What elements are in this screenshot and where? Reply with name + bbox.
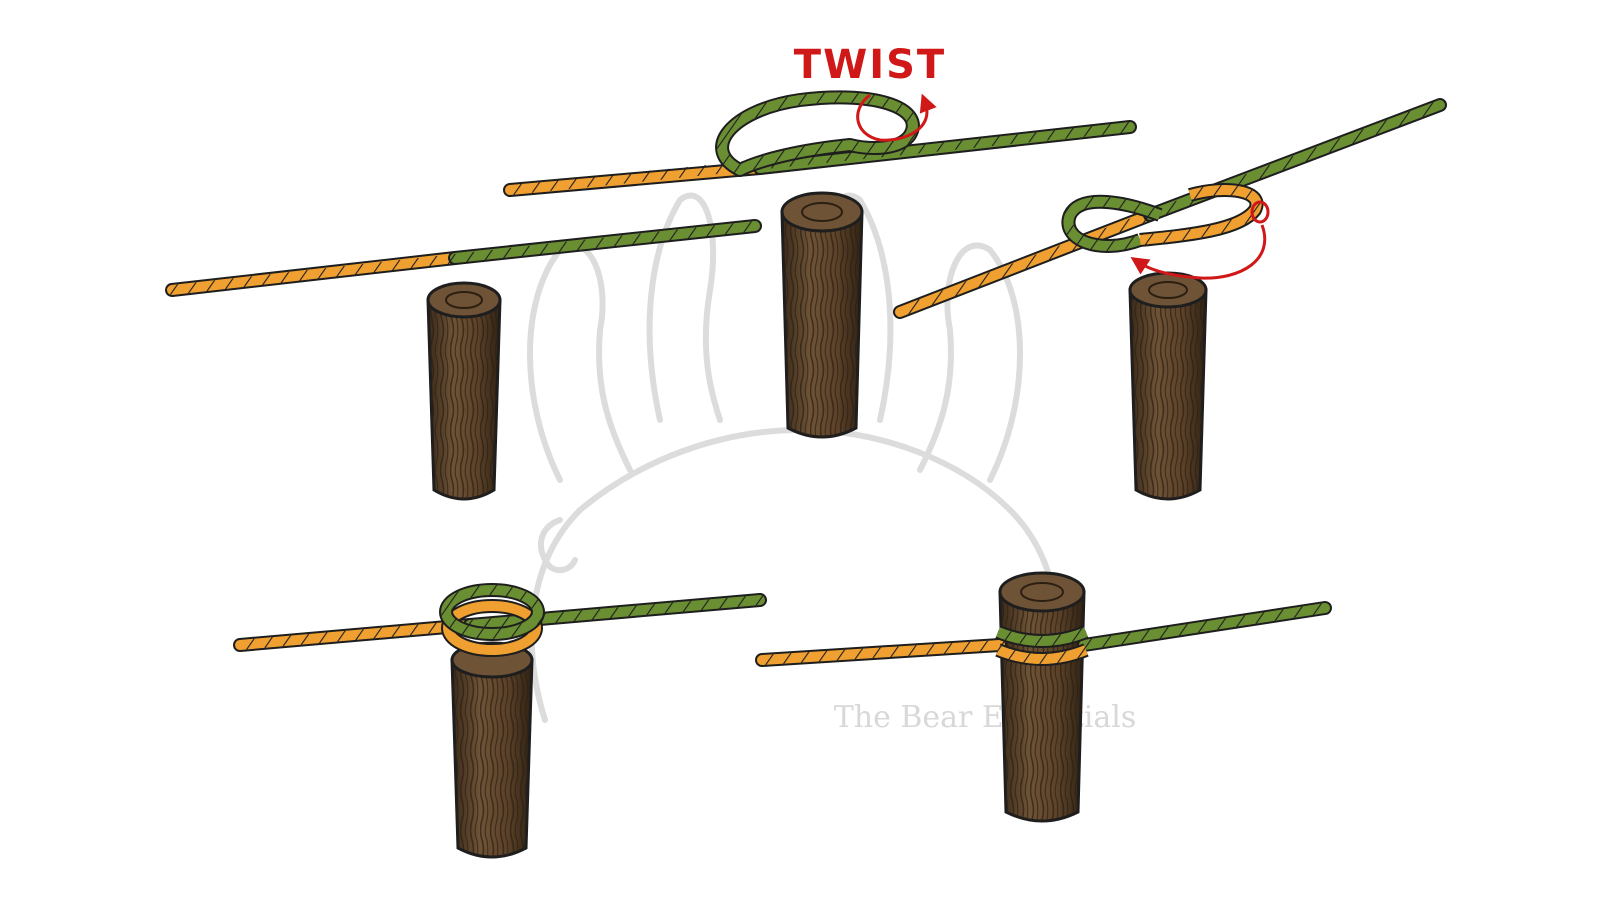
post-1 xyxy=(426,281,502,501)
twist-label: TWIST xyxy=(794,42,946,88)
step-4 xyxy=(233,583,767,859)
post-2 xyxy=(780,191,864,439)
watermark-text: The Bear Essentials xyxy=(834,700,1136,735)
post-3 xyxy=(1128,271,1208,501)
step-1 xyxy=(165,219,762,501)
step-3 xyxy=(893,98,1447,501)
twist-arrow xyxy=(856,93,937,142)
rope-5 xyxy=(755,601,1332,667)
post-4 xyxy=(450,641,534,859)
rope-4 xyxy=(233,583,767,657)
step-5 xyxy=(755,571,1332,823)
rope-2 xyxy=(503,90,1137,197)
rope-1 xyxy=(165,219,762,297)
rope-3 xyxy=(893,98,1447,319)
post-5 xyxy=(998,571,1086,823)
fold-arrow xyxy=(1130,200,1270,280)
step-2: TWIST xyxy=(503,42,1137,439)
